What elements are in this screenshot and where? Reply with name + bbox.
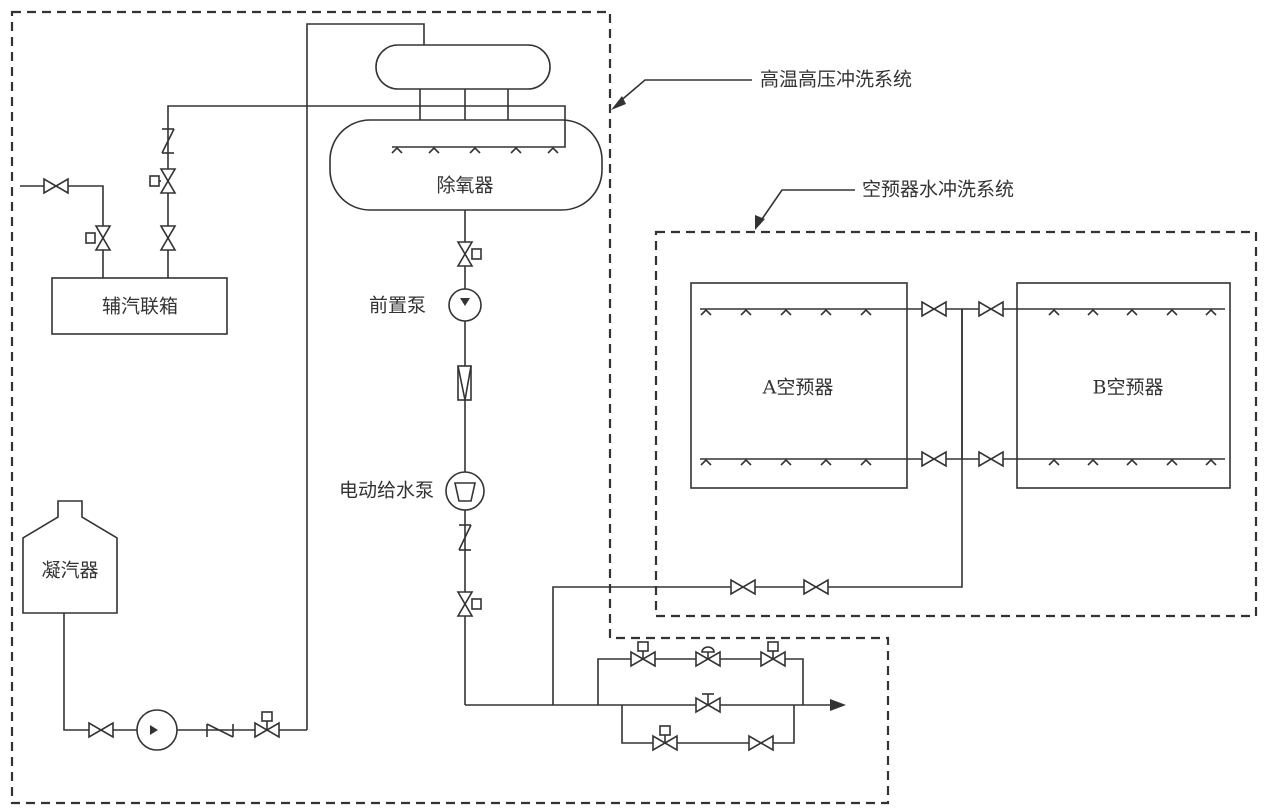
hthp-arrowhead (611, 96, 626, 110)
condenser (22, 500, 118, 614)
gate-valve-icon (88, 722, 114, 738)
aph-system-label: 空预器水冲洗系统 (862, 178, 1015, 201)
check-valve-icon (206, 723, 234, 738)
gate-valve-icon (730, 579, 756, 595)
hthp-leader (617, 79, 752, 104)
spray-nozzle-icon (740, 308, 752, 316)
spray-nozzle-icon (1087, 458, 1099, 466)
spray-nozzle-icon (860, 308, 872, 316)
gate-valve-icon (160, 225, 176, 251)
hthp-boundary (10, 10, 890, 805)
booster-pump-label: 前置泵 (368, 294, 426, 317)
spray-nozzle-icon (1048, 458, 1060, 466)
aph-leader (759, 189, 855, 223)
condenser-label: 凝汽器 (41, 559, 99, 582)
spray-nozzle-icon (1205, 308, 1217, 316)
motor-valve-icon (160, 168, 176, 194)
spray-nozzle-icon (1126, 458, 1138, 466)
gate-valve-icon (978, 301, 1004, 317)
aph-a (690, 282, 908, 489)
gate-valve-icon (921, 451, 947, 467)
feed-pump-label: 电动给水泵 (338, 479, 434, 502)
spray-nozzle-icon (820, 458, 832, 466)
deaerator-spray-nozzles (391, 146, 559, 154)
spray-nozzle-icon (1126, 308, 1138, 316)
pipe-aux-to-deaerator (167, 105, 566, 278)
check-valve-icon (458, 524, 472, 551)
aph-boundary (654, 230, 1258, 618)
spray-nozzle-icon (780, 308, 792, 316)
spray-nozzle-icon (1205, 458, 1217, 466)
spray-nozzle-icon (1166, 458, 1178, 466)
aph-b-label: B空预器 (1092, 376, 1164, 399)
aph-arrowhead (755, 215, 765, 230)
spray-nozzle-icon (1166, 308, 1178, 316)
spray-nozzle-icon (700, 308, 712, 316)
deaerator-label: 除氧器 (436, 174, 494, 197)
spray-nozzle-icon (1048, 308, 1060, 316)
deaerator-storage-tank (375, 44, 551, 90)
spray-nozzle-icon (780, 458, 792, 466)
gate-valve-icon (921, 301, 947, 317)
check-valve-icon (161, 128, 175, 154)
motor-valve-icon (457, 591, 473, 617)
spray-nozzle-icon (860, 458, 872, 466)
aph-b (1016, 282, 1231, 489)
aux-steam-header (51, 277, 228, 335)
motor-valve-icon (95, 225, 111, 251)
aph-a-label: A空预器 (762, 376, 834, 399)
aph-spray-nozzles (700, 308, 1217, 466)
spray-nozzle-icon (820, 308, 832, 316)
pipe-condensate-to-deaerator (306, 23, 425, 730)
aux-steam-header-label: 辅汽联箱 (101, 295, 179, 318)
gate-valve-icon (803, 579, 829, 595)
deaerator-vessel (329, 119, 603, 211)
gate-valve-icon (748, 735, 774, 751)
gate-valve-icon (43, 178, 69, 194)
spray-nozzle-icon (1087, 308, 1099, 316)
gate-valve-icon (978, 451, 1004, 467)
motor-valve-icon (457, 241, 473, 267)
spray-nozzle-icon (740, 458, 752, 466)
spray-nozzle-icon (700, 458, 712, 466)
hthp-system-label: 高温高压冲洗系统 (760, 68, 913, 91)
flow-arrow-icon (830, 699, 846, 711)
